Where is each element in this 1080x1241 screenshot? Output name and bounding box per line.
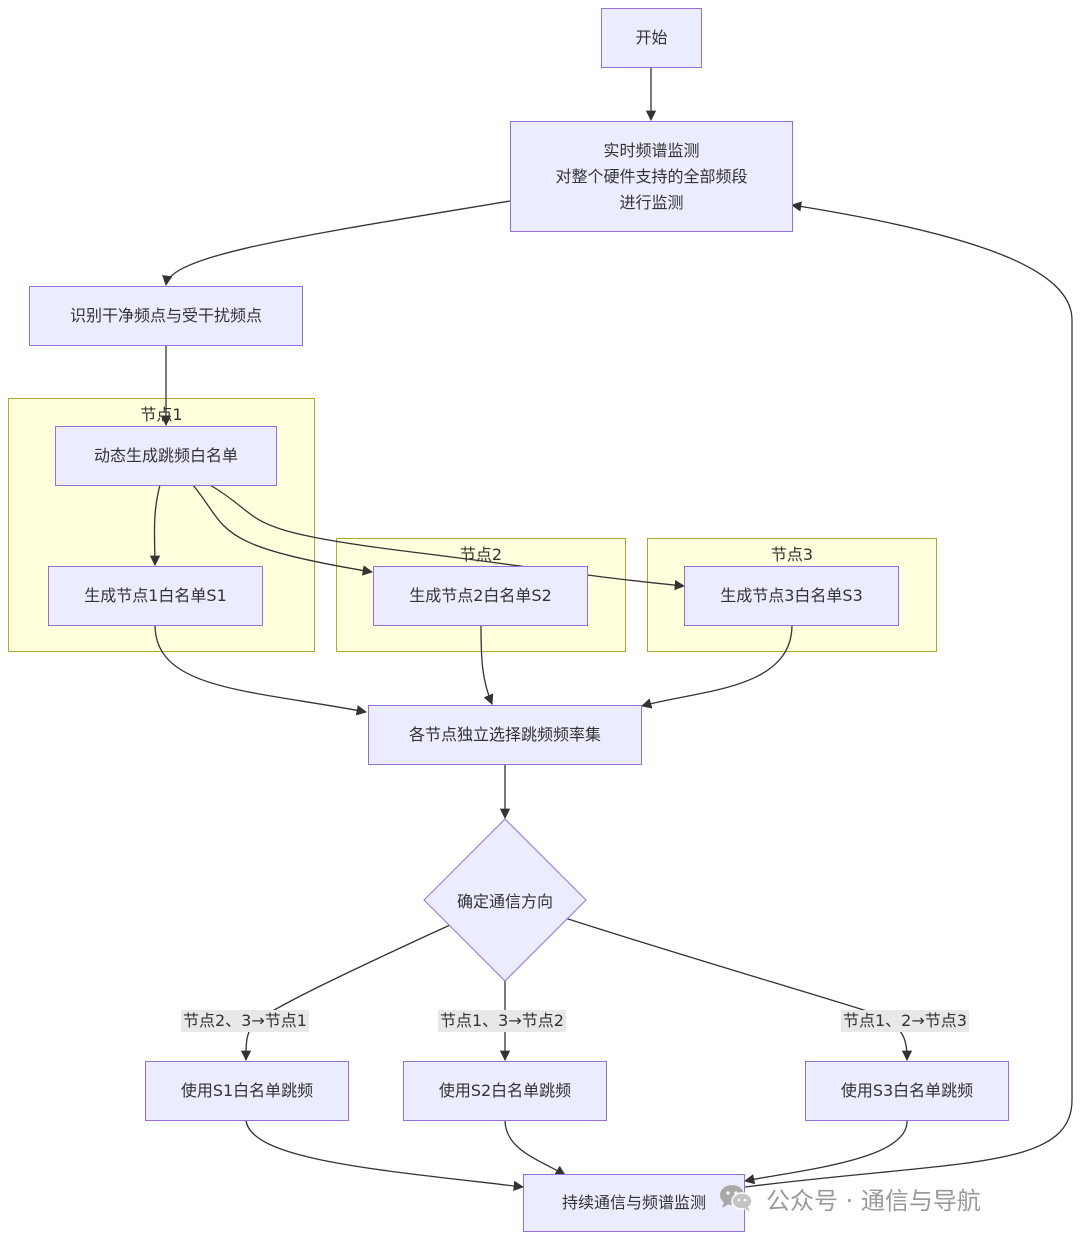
edge-decision-use1 (240, 924, 451, 1062)
node-gen-s3: 生成节点3白名单S3 (684, 566, 899, 626)
edge-label-to-node3: 节点1、2→节点3 (841, 1010, 969, 1032)
node-monitor-line-3: 进行监测 (619, 192, 684, 212)
node-start-label: 开始 (635, 28, 668, 47)
node-use-s3-label: 使用S3白名单跳频 (840, 1081, 974, 1100)
edge-use1-continue (245, 1119, 525, 1192)
node-use-s1-label: 使用S1白名单跳频 (180, 1081, 314, 1100)
cluster-node3-title: 节点3 (770, 545, 814, 564)
edge-continue-monitor (744, 201, 1073, 1188)
node-gen-s1: 生成节点1白名单S1 (48, 566, 263, 626)
edge-use3-continue (743, 1119, 908, 1185)
node-gen-s2: 生成节点2白名单S2 (373, 566, 588, 626)
node-dynamic-whitelist-label: 动态生成跳频白名单 (93, 446, 238, 465)
node-select: 各节点独立选择跳频频率集 (368, 705, 642, 765)
node-decision-label: 确定通信方向 (456, 892, 553, 911)
cluster-node1-title: 节点1 (140, 405, 183, 424)
node-use-s2-label: 使用S2白名单跳频 (438, 1081, 572, 1100)
node-decision-shape (423, 818, 587, 982)
edge-use2-continue (504, 1119, 566, 1176)
node-monitor-label: 实时频谱监测 对整个硬件支持的全部频段 进行监测 (555, 138, 747, 216)
node-identify-label: 识别干净频点与受干扰频点 (69, 306, 262, 325)
edge-s2-select (480, 624, 494, 705)
node-monitor-line-2: 对整个硬件支持的全部频段 (555, 166, 748, 186)
edge-dynamic-s3 (209, 484, 686, 591)
node-start: 开始 (601, 8, 702, 68)
node-use-s1: 使用S1白名单跳频 (145, 1061, 349, 1121)
watermark-text: 公众号 · 通信与导航 (766, 1186, 981, 1215)
node-continue: 持续通信与频谱监测 (523, 1174, 745, 1232)
edge-label-to-node2: 节点1、3→节点2 (438, 1010, 566, 1032)
node-select-label: 各节点独立选择跳频频率集 (408, 725, 601, 744)
edge-dynamic-s1 (149, 484, 161, 567)
edge-s1-select (154, 624, 368, 716)
wechat-icon (720, 1185, 753, 1212)
watermark: 公众号 · 通信与导航 (718, 1178, 981, 1218)
edge-s3-select (640, 624, 793, 709)
node-use-s2: 使用S2白名单跳频 (403, 1061, 607, 1121)
edge-dynamic-s2 (192, 484, 374, 576)
node-monitor: 实时频谱监测 对整个硬件支持的全部频段 进行监测 (510, 121, 793, 232)
node-gen-s2-label: 生成节点2白名单S2 (409, 586, 552, 605)
node-dynamic-whitelist: 动态生成跳频白名单 (55, 426, 277, 486)
node-gen-s3-label: 生成节点3白名单S3 (720, 586, 863, 605)
edge-label-to-node1: 节点2、3→节点1 (181, 1010, 309, 1032)
edge-monitor-identify (162, 200, 511, 287)
edge-decision-use3 (564, 917, 913, 1062)
node-gen-s1-label: 生成节点1白名单S1 (84, 586, 227, 605)
node-identify: 识别干净频点与受干扰频点 (29, 286, 303, 346)
node-monitor-line-1: 实时频谱监测 (603, 140, 700, 160)
node-use-s3: 使用S3白名单跳频 (805, 1061, 1009, 1121)
node-continue-label: 持续通信与频谱监测 (561, 1193, 706, 1212)
